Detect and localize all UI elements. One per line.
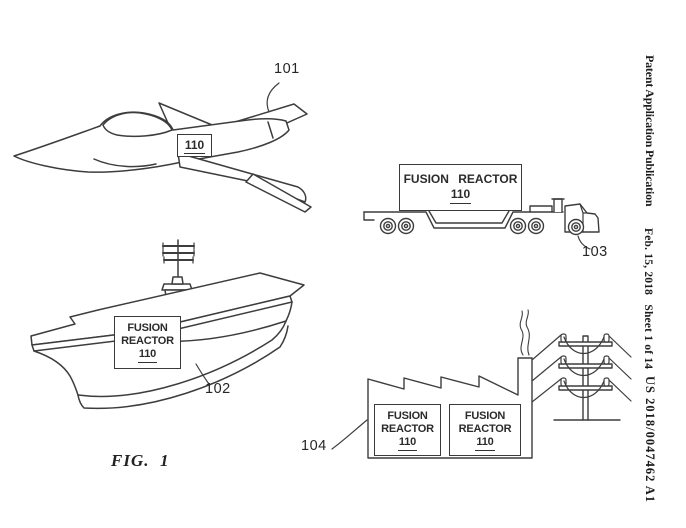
reactor-title-line1: FUSION xyxy=(127,322,168,334)
trailer-rail xyxy=(363,211,564,229)
carrier-hull-bottom xyxy=(77,320,287,398)
power-line-right-stubs xyxy=(608,335,632,402)
power-pole xyxy=(582,335,589,421)
truck-wheels xyxy=(379,217,585,236)
jet-canopy xyxy=(102,111,173,138)
carrier-reactor-box: FUSION REACTOR 110 xyxy=(114,316,181,369)
reactor-number: 110 xyxy=(137,348,158,363)
jet-intake-line xyxy=(93,158,157,168)
factory-reactor-box-left: FUSION REACTOR 110 xyxy=(374,404,441,456)
ref-label-104: 104 xyxy=(301,438,327,454)
factory-smoke-2 xyxy=(525,309,530,356)
carrier-island-base-block xyxy=(171,276,184,285)
jet-lower-fin xyxy=(245,173,312,213)
reactor-title-line2: REACTOR xyxy=(121,335,174,347)
trailer-step-block xyxy=(529,205,553,213)
carrier-mast-crossbars xyxy=(162,245,195,261)
ref-label-102: 102 xyxy=(205,381,231,397)
truck-illustration xyxy=(363,198,600,250)
reactor-number: 110 xyxy=(449,187,472,204)
header-date-sheet: Feb. 15, 2018 Sheet 1 of 14 xyxy=(642,228,654,370)
reactor-title-line1: FUSION xyxy=(464,409,506,422)
truck-exhaust-stack xyxy=(553,198,563,213)
header-publication: Patent Application Publication xyxy=(643,55,657,207)
reactor-title-line2: REACTOR xyxy=(458,422,512,435)
trailer-left-cap xyxy=(363,211,375,221)
factory-reactor-box-right: FUSION REACTOR 110 xyxy=(449,404,521,456)
ref-label-101: 101 xyxy=(274,61,300,77)
reactor-number: 110 xyxy=(397,436,418,451)
carrier-mast-ticks xyxy=(162,242,195,264)
carrier-stern-curve xyxy=(33,350,79,396)
reactor-number: 110 xyxy=(475,436,495,451)
truck-reactor-box: FUSION REACTOR 110 xyxy=(399,164,522,211)
factory-smoke xyxy=(519,310,524,356)
power-lines-from-stack xyxy=(531,334,562,403)
carrier-leader-line xyxy=(195,363,210,385)
jet-leader-line xyxy=(266,82,280,113)
power-line-droops xyxy=(563,336,605,398)
reactor-number: 110 xyxy=(183,137,206,154)
power-pole-crossarms xyxy=(558,341,613,391)
reactor-title: FUSION REACTOR xyxy=(403,172,518,186)
factory-illustration xyxy=(331,309,632,459)
reactor-title-line1: FUSION xyxy=(387,409,428,422)
factory-leader-line xyxy=(331,419,368,450)
jet-fuselage xyxy=(13,111,290,173)
header-patent-number: US 2018/0047462 A1 xyxy=(643,376,657,504)
trailer-cradle xyxy=(428,210,510,224)
carrier-hull-band xyxy=(77,325,289,410)
truck-leader-line xyxy=(577,235,591,250)
fighter-jet-illustration xyxy=(13,82,312,213)
ref-label-103: 103 xyxy=(582,244,608,260)
carrier-bow-edge xyxy=(285,301,293,322)
reactor-title-line2: REACTOR xyxy=(381,422,434,435)
jet-reactor-box: 110 xyxy=(177,134,212,157)
figure-label: FIG. 1 xyxy=(111,451,170,470)
jet-nozzle-line xyxy=(267,121,274,139)
